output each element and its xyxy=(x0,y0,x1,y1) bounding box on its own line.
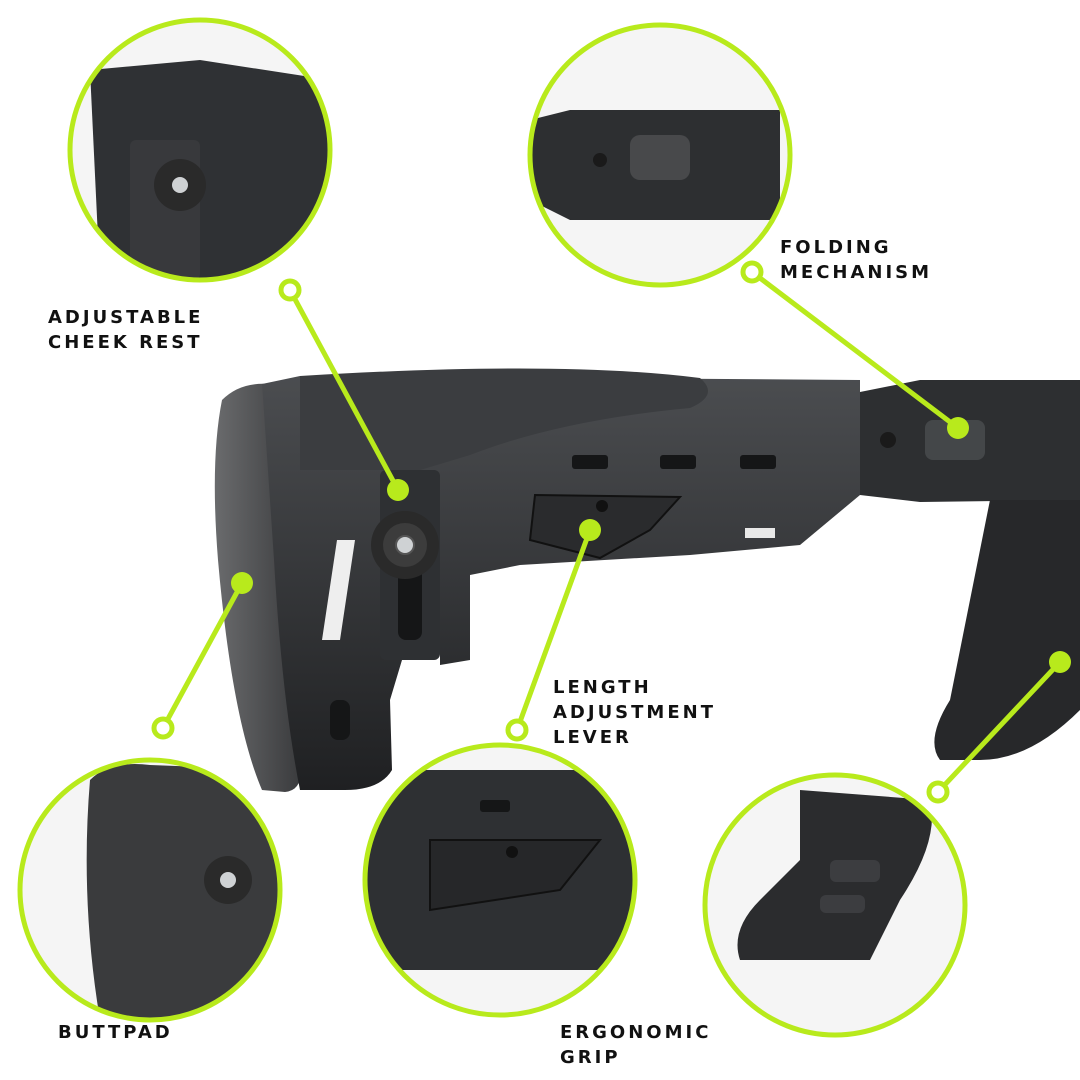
label-adjustable-cheek-rest: ADJUSTABLE CHEEK REST xyxy=(48,305,203,355)
label-folding-mechanism: FOLDING MECHANISM xyxy=(780,235,932,285)
label-line: CHEEK REST xyxy=(48,332,203,353)
label-length-adjustment-lever: LENGTH ADJUSTMENT LEVER xyxy=(553,675,716,750)
detail-circle-buttpad xyxy=(17,757,283,1023)
detail-circle-cheek-rest xyxy=(67,17,333,283)
grip-part xyxy=(934,500,1080,760)
label-line: ADJUSTABLE xyxy=(48,307,204,328)
callout-folding xyxy=(740,260,969,439)
label-line: ADJUSTMENT xyxy=(553,702,716,723)
label-buttpad: BUTTPAD xyxy=(58,1020,173,1045)
callout-cheek-rest xyxy=(278,278,409,501)
label-line: LEVER xyxy=(553,727,632,748)
label-line: FOLDING xyxy=(780,237,892,258)
callout-buttpad xyxy=(151,572,253,740)
label-line: BUTTPAD xyxy=(58,1022,173,1043)
label-line: ERGONOMIC xyxy=(560,1022,712,1043)
main-stock xyxy=(214,368,1080,792)
detail-circle-folding xyxy=(527,22,793,288)
label-line: LENGTH xyxy=(553,677,652,698)
label-ergonomic-grip: ERGONOMIC GRIP xyxy=(560,1020,711,1070)
callout-grip xyxy=(926,651,1071,804)
adjustment-knob xyxy=(371,511,439,579)
detail-circle-grip xyxy=(702,772,968,1038)
label-line: MECHANISM xyxy=(780,262,933,283)
label-line: GRIP xyxy=(560,1047,621,1068)
callout-length-lever xyxy=(505,519,601,742)
detail-circle-length-lever xyxy=(362,742,638,1018)
